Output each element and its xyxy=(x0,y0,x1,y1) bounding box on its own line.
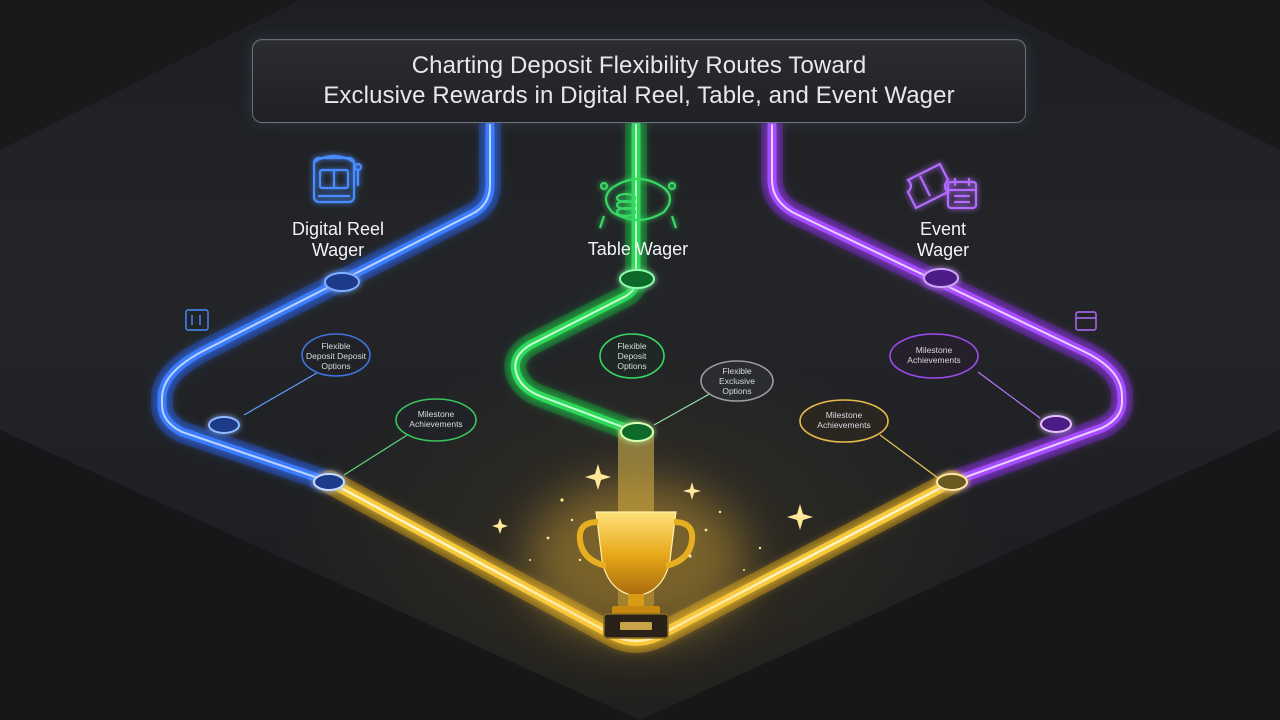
track-label-event: Event xyxy=(920,219,966,239)
node-table-flexible xyxy=(599,333,665,379)
junction-puck xyxy=(208,416,240,434)
connector-arrow xyxy=(879,434,939,479)
connector-lines xyxy=(243,369,1041,479)
node-text: Milestone xyxy=(916,345,953,355)
connector-arrow xyxy=(653,391,714,426)
node-table-exclusive xyxy=(700,360,774,402)
sparkle-icon xyxy=(585,464,611,490)
node-text: Options xyxy=(722,386,751,396)
track-label-table: Table Wager xyxy=(588,239,688,259)
slot-machine-icon xyxy=(312,154,363,204)
node-text: Deposit Deposit xyxy=(306,351,367,361)
title-banner: Charting Deposit Flexibility Routes Towa… xyxy=(252,39,1026,123)
sparkle-icon xyxy=(787,504,813,530)
node-reel-flexible xyxy=(301,333,371,377)
junction-puck xyxy=(923,268,959,288)
node-text: Deposit xyxy=(618,351,647,361)
junction-pucks xyxy=(208,268,1072,491)
node-text: Flexible xyxy=(617,341,647,351)
connector-arrow xyxy=(977,371,1041,419)
track-label-event: Wager xyxy=(917,240,969,260)
floor-facet xyxy=(980,0,1280,150)
track-label-digital-reel: Digital Reel xyxy=(292,219,384,239)
route-digital-reel xyxy=(151,114,501,493)
title-line-1: Charting Deposit Flexibility Routes Towa… xyxy=(411,52,867,79)
junction-puck xyxy=(936,473,968,491)
node-reel-milestone xyxy=(395,398,477,442)
node-text: Achievements xyxy=(817,420,870,430)
route-event xyxy=(761,114,1133,493)
trophy-icon xyxy=(526,480,746,640)
node-text: Options xyxy=(321,361,350,371)
floor-facet xyxy=(0,0,300,150)
node-text: Achievements xyxy=(907,355,960,365)
track-label-digital-reel: Wager xyxy=(312,240,364,260)
floor-facet xyxy=(640,430,1280,720)
route-table xyxy=(504,114,647,443)
junction-puck xyxy=(324,272,360,292)
node-text: Exclusive xyxy=(719,376,755,386)
node-discs xyxy=(301,333,979,443)
node-text: Options xyxy=(617,361,646,371)
junction-puck xyxy=(620,422,654,442)
event-ticket-calendar-icon xyxy=(906,162,978,210)
sparkles xyxy=(492,464,813,571)
node-text: Flexible xyxy=(321,341,351,351)
node-event-milestone-low xyxy=(799,399,889,443)
sparkle-icon xyxy=(492,518,508,534)
junction-puck xyxy=(313,473,345,491)
node-text: Flexible xyxy=(722,366,752,376)
connector-arrow xyxy=(343,431,413,476)
node-text: Milestone xyxy=(418,409,455,419)
node-text: Achievements xyxy=(409,419,462,429)
gaming-table-icon xyxy=(598,177,678,229)
calendar-icon xyxy=(1075,311,1097,331)
connector-arrow xyxy=(243,369,323,416)
slot-machine-icon xyxy=(185,309,209,331)
junction-puck xyxy=(1040,415,1072,433)
junction-puck xyxy=(619,269,655,289)
node-event-milestone-top xyxy=(889,333,979,379)
title-line-2: Exclusive Rewards in Digital Reel, Table… xyxy=(323,82,955,109)
node-text: Milestone xyxy=(826,410,863,420)
sparkle-icon xyxy=(683,482,701,500)
floor-facet xyxy=(0,430,640,720)
